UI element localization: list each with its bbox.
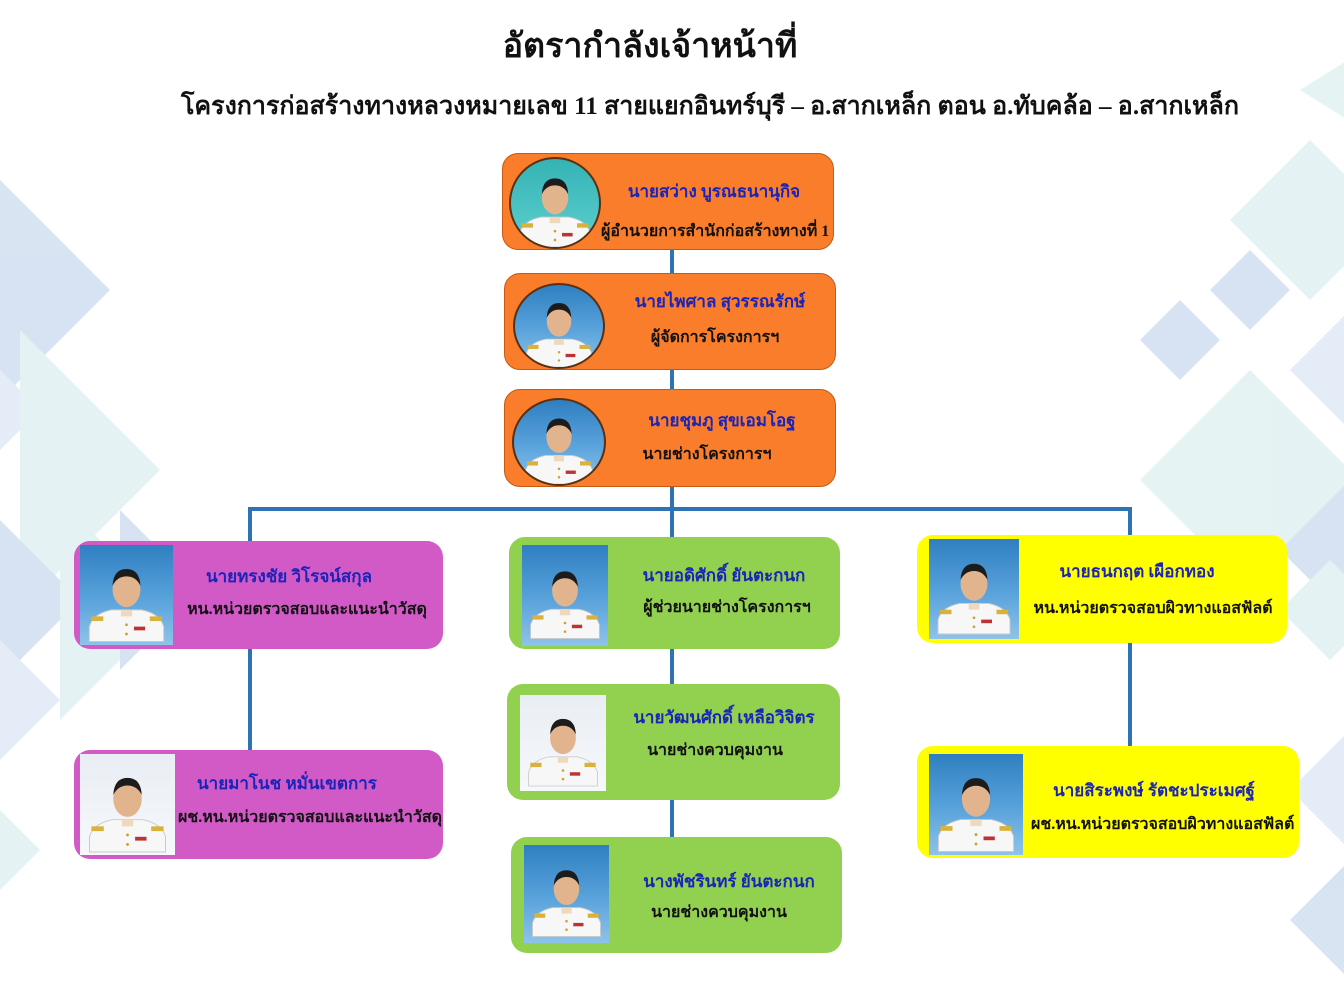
node-engineer-name: นายชุมภู สุขเอมโอฐ xyxy=(627,407,817,434)
page-title: อัตรากำลังเจ้าหน้าที่ xyxy=(0,18,1300,72)
person-photo-icon xyxy=(520,695,606,791)
node-director[interactable]: นายสว่าง บูรณธนานุกิจ ผู้อำนวยการสำนักก่… xyxy=(502,153,834,250)
node-supervisor-2-position: นายช่างควบคุมงาน xyxy=(639,900,799,925)
connector-center-column-2 xyxy=(670,799,674,838)
connector-engineer-branch xyxy=(670,487,674,509)
node-assistant-engineer-name: นายอดิศักดิ์ ยันตะกนก xyxy=(629,562,819,589)
node-manager-position: ผู้จัดการโครงการฯ xyxy=(615,325,815,350)
node-asphalt-head[interactable]: นายธนกฤต เผือกทอง หน.หน่วยตรวจสอบผิวทางแ… xyxy=(917,535,1287,643)
connector-center-column-1 xyxy=(670,648,674,686)
person-photo-icon xyxy=(929,754,1023,855)
node-material-assistant[interactable]: นายมาโนช หมั่นเขตการ ผช.หน.หน่วยตรวจสอบแ… xyxy=(74,750,443,859)
connector-branch-right xyxy=(1128,507,1132,537)
person-photo-icon xyxy=(522,545,608,646)
node-engineer[interactable]: นายชุมภู สุขเอมโอฐ นายช่างโครงการฯ xyxy=(504,389,836,487)
node-supervisor-2[interactable]: นางพัชรินทร์ ยันตะกนก นายช่างควบคุมงาน xyxy=(511,837,842,953)
connector-right-column xyxy=(1128,643,1132,747)
node-manager[interactable]: นายไพศาล สุวรรณรักษ์ ผู้จัดการโครงการฯ xyxy=(504,273,836,370)
page-subtitle: โครงการก่อสร้างทางหลวงหมายเลข 11 สายแยกอ… xyxy=(120,86,1300,126)
person-photo-icon xyxy=(513,283,605,369)
node-material-head-name: นายทรงชัย วิโรจน์สกุล xyxy=(194,563,384,590)
node-asphalt-assistant-position: ผช.หน.หน่วยตรวจสอบผิวทางแอสฟัลต์ xyxy=(1031,812,1293,837)
connector-director-manager xyxy=(670,249,674,275)
connector-branch-center xyxy=(670,507,674,538)
node-supervisor-1[interactable]: นายวัฒนศักดิ์ เหลือวิจิตร นายช่างควบคุมง… xyxy=(507,684,840,800)
node-director-name: นายสว่าง บูรณธนานุกิจ xyxy=(608,178,820,205)
node-assistant-engineer-position: ผู้ช่วยนายช่างโครงการฯ xyxy=(627,595,827,620)
node-material-assistant-name: นายมาโนช หมั่นเขตการ xyxy=(192,770,382,797)
node-manager-name: นายไพศาล สุวรรณรักษ์ xyxy=(615,288,825,315)
person-photo-icon xyxy=(509,157,601,249)
node-asphalt-assistant[interactable]: นายสิระพงษ์ รัตชะประเมศฐ์ ผช.หน.หน่วยตรว… xyxy=(917,746,1299,858)
connector-branch-left xyxy=(248,507,252,543)
node-director-position: ผู้อำนวยการสำนักก่อสร้างทางที่ 1 xyxy=(601,219,821,244)
node-material-head-position: หน.หน่วยตรวจสอบและแนะนำวัสดุ xyxy=(182,597,432,622)
node-supervisor-1-name: นายวัฒนศักดิ์ เหลือวิจิตร xyxy=(624,704,824,731)
person-photo-icon xyxy=(524,845,609,943)
person-photo-icon xyxy=(80,754,175,855)
node-supervisor-2-name: นางพัชรินทร์ ยันตะกนก xyxy=(629,868,829,895)
connector-manager-engineer xyxy=(670,370,674,391)
person-photo-icon xyxy=(512,398,606,486)
node-material-head[interactable]: นายทรงชัย วิโรจน์สกุล หน.หน่วยตรวจสอบและ… xyxy=(74,541,443,649)
node-material-assistant-position: ผช.หน.หน่วยตรวจสอบและแนะนำวัสดุ xyxy=(178,805,440,830)
connector-left-column xyxy=(248,648,252,751)
person-photo-icon xyxy=(80,545,173,645)
connector-horizontal-branch xyxy=(248,507,1132,511)
node-engineer-position: นายช่างโครงการฯ xyxy=(627,442,787,467)
node-asphalt-assistant-name: นายสิระพงษ์ รัตชะประเมศฐ์ xyxy=(1049,777,1259,804)
node-asphalt-head-position: หน.หน่วยตรวจสอบผิวทางแอสฟัลต์ xyxy=(1027,596,1279,621)
node-supervisor-1-position: นายช่างควบคุมงาน xyxy=(635,738,795,763)
person-photo-icon xyxy=(929,539,1019,639)
node-asphalt-head-name: นายธนกฤต เผือกทอง xyxy=(1057,558,1217,585)
node-assistant-engineer[interactable]: นายอดิศักดิ์ ยันตะกนก ผู้ช่วยนายช่างโครง… xyxy=(509,537,840,649)
